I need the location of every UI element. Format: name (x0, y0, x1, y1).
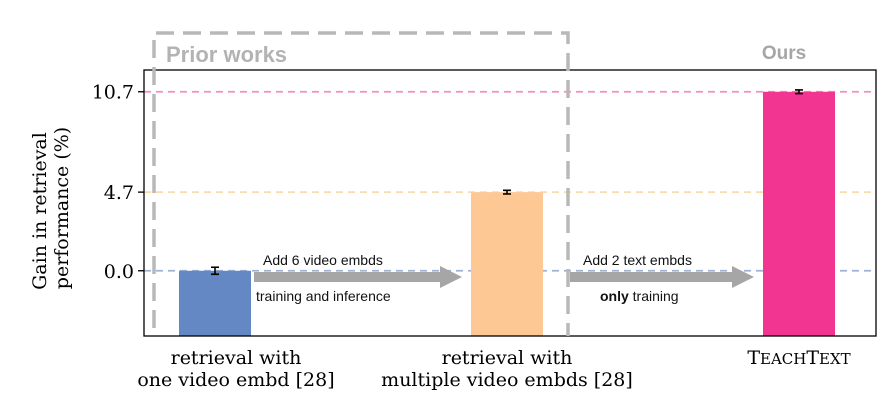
error-bars (211, 89, 803, 276)
arrow-2-shaft (570, 272, 732, 282)
arrow-1-label-top: Add 6 video embds (263, 252, 383, 268)
arrow-2-head (732, 266, 754, 288)
plot-frame (143, 69, 877, 337)
error-bar-3 (795, 89, 803, 95)
arrow-2: Add 2 text embds only training (570, 252, 754, 304)
error-bar-1 (211, 266, 219, 276)
x-tick-label-3-part: T (806, 347, 819, 369)
bar-2 (471, 192, 543, 336)
y-ticks: 0.0 4.7 10.7 (92, 82, 144, 283)
arrow-1-head (440, 266, 462, 288)
y-axis-label: Gain in retrieval performance (%) (29, 126, 73, 290)
arrow-1: Add 6 video embds training and inference (254, 252, 462, 304)
ours-label: Ours (762, 43, 806, 64)
x-tick-label-2-line-2: multiple video embds [28] (381, 369, 633, 391)
arrow-2-label-top: Add 2 text embds (583, 252, 692, 268)
x-tick-label-3-part: EACH (760, 350, 806, 368)
bar-3 (763, 91, 835, 336)
error-bar-2 (503, 189, 511, 195)
x-tick-label-1-line-1: retrieval with (171, 347, 302, 369)
x-tick-label-3-part: T (747, 347, 760, 369)
x-tick-label-2-line-1: retrieval with (442, 347, 573, 369)
x-tick-label-3-part: EXT (819, 350, 851, 368)
prior-works-label: Prior works (166, 42, 287, 67)
arrows: Add 6 video embds training and inference… (254, 252, 754, 304)
arrow-2-label-bold: only (600, 288, 629, 304)
y-axis-label-line-1: Gain in retrieval (29, 132, 51, 290)
y-axis-label-line-2: performance (%) (51, 127, 73, 289)
arrow-1-label-bottom: training and inference (256, 288, 391, 304)
bar-1 (179, 270, 251, 336)
bars (179, 91, 835, 336)
arrow-2-label-rest: training (629, 288, 679, 304)
y-tick-label-2: 4.7 (104, 182, 134, 204)
arrow-2-label-bottom: only training (600, 288, 679, 304)
y-tick-label-3: 10.7 (92, 82, 134, 104)
x-tick-label-1-line-2: one video embd [28] (137, 369, 334, 391)
x-tick-label-3: TEACHTEXT (747, 347, 850, 369)
prior-works-box (152, 31, 570, 336)
y-tick-label-1: 0.0 (104, 261, 134, 283)
arrow-1-shaft (254, 272, 440, 282)
